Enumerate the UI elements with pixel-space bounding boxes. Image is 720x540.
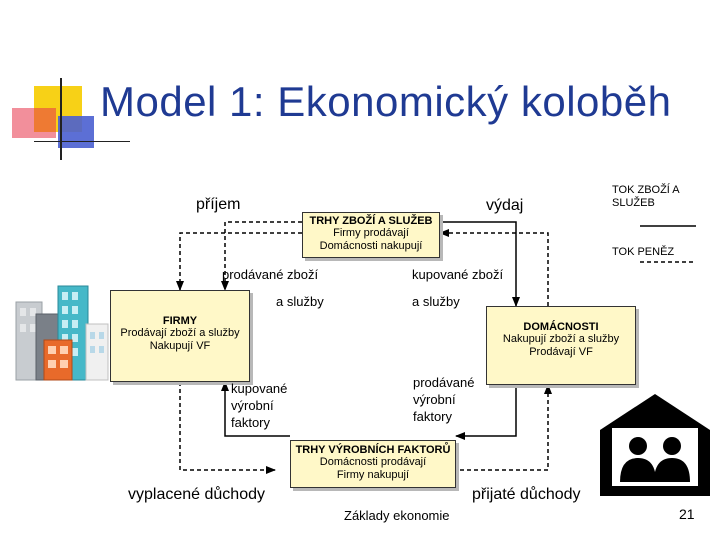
money-arrow-income bbox=[460, 384, 552, 471]
wages-paid-label: vyplacené důchody bbox=[128, 486, 265, 503]
factor-market-line1: Domácnosti prodávají bbox=[319, 456, 427, 468]
goods-market-line1: Firmy prodávají bbox=[333, 227, 409, 239]
revenue-label: příjem bbox=[196, 196, 241, 213]
households-line1: Nakupují zboží a služby bbox=[502, 333, 620, 345]
bought-goods-label-1: kupované zboží bbox=[412, 267, 504, 282]
footer-course: Základy ekonomie bbox=[344, 508, 450, 523]
buildings-icon bbox=[15, 285, 109, 381]
sold-factors-label-2: výrobní bbox=[413, 392, 456, 407]
decor-horizontal-line bbox=[34, 141, 130, 142]
bought-factors-label-2: výrobní bbox=[231, 398, 274, 413]
factors-arrow-bought bbox=[221, 381, 290, 437]
goods-arrow-sold bbox=[221, 221, 302, 291]
sold-goods-label-1: prodávané zboží bbox=[222, 267, 319, 282]
bought-goods-label-2: a služby bbox=[412, 294, 460, 309]
legend-goods-label: TOK ZBOŽÍ A SLUŽEB bbox=[612, 184, 680, 209]
households-title: DOMÁCNOSTI bbox=[523, 321, 599, 333]
goods-arrow-bought bbox=[440, 221, 520, 307]
expenditure-label: výdaj bbox=[486, 197, 524, 214]
households-line2: Prodávají VF bbox=[529, 346, 593, 358]
slide-title: Model 1: Ekonomický koloběh bbox=[100, 78, 672, 125]
bought-factors-label-3: faktory bbox=[231, 415, 271, 430]
footer-page-number: 21 bbox=[679, 506, 695, 522]
firms-line2: Nakupují VF bbox=[149, 340, 211, 352]
goods-market-box: TRHY ZBOŽÍ A SLUŽEB Firmy prodávají Domá… bbox=[302, 212, 440, 258]
legend-money-label: TOK PENĚZ bbox=[612, 246, 675, 258]
factor-market-line2: Firmy nakupují bbox=[336, 469, 410, 481]
money-arrow-revenue bbox=[176, 232, 302, 291]
firms-line1: Prodávají zboží a služby bbox=[120, 327, 240, 339]
goods-market-title: TRHY ZBOŽÍ A SLUŽEB bbox=[309, 215, 433, 227]
firms-box: FIRMY Prodávají zboží a služby Nakupují … bbox=[110, 290, 250, 382]
goods-market-line2: Domácnosti nakupují bbox=[319, 240, 423, 252]
sold-factors-label-3: faktory bbox=[413, 409, 453, 424]
sold-goods-label-2: a služby bbox=[276, 294, 324, 309]
households-box: DOMÁCNOSTI Nakupují zboží a služby Prodá… bbox=[486, 306, 636, 385]
decor-vertical-line bbox=[60, 78, 62, 160]
decor-blue-square bbox=[58, 116, 94, 148]
factors-arrow-sold bbox=[455, 385, 517, 440]
decor-red-square bbox=[12, 108, 56, 138]
factor-market-box: TRHY VÝROBNÍCH FAKTORŮ Domácnosti prodáv… bbox=[290, 440, 456, 488]
money-arrow-wages bbox=[179, 382, 276, 474]
household-house-icon bbox=[600, 394, 710, 496]
firms-title: FIRMY bbox=[162, 315, 198, 327]
income-received-label: přijaté důchody bbox=[472, 486, 581, 503]
bought-factors-label-1: kupované bbox=[231, 381, 288, 396]
money-arrow-expenditure bbox=[439, 229, 549, 306]
factor-market-title: TRHY VÝROBNÍCH FAKTORŮ bbox=[295, 444, 451, 456]
sold-factors-label-1: prodávané bbox=[413, 375, 475, 390]
